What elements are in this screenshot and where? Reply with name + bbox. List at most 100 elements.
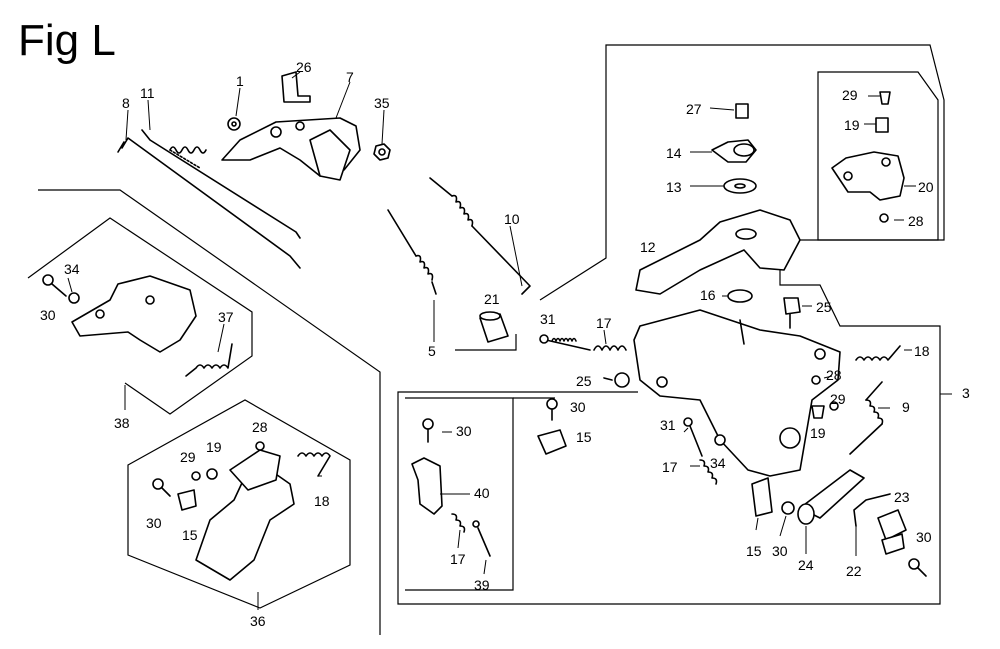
callout-15-mid: 15 [576, 429, 592, 445]
washer-16 [727, 289, 753, 303]
bolt-30-g36 [152, 478, 171, 497]
callout-14: 14 [666, 145, 682, 161]
spring-9 [849, 381, 884, 455]
callout-30-g36: 30 [146, 515, 162, 531]
callout-36: 36 [250, 613, 266, 629]
screw-19-g36 [206, 468, 218, 480]
callout-5: 5 [428, 343, 436, 359]
callout-10: 10 [504, 211, 520, 227]
callout-25-mid: 25 [576, 373, 592, 389]
spring-17-top [593, 345, 627, 351]
callout-34-low: 34 [710, 455, 726, 471]
spring-18-g36 [297, 452, 331, 477]
callout-31-top: 31 [540, 311, 556, 327]
collar-21 [479, 311, 509, 343]
callout-15-low: 15 [746, 543, 762, 559]
washer-34 [68, 292, 80, 304]
callout-24: 24 [798, 557, 814, 573]
throttle-rod-8 [117, 137, 301, 269]
divider-line [38, 189, 381, 635]
callout-30-low: 30 [772, 543, 788, 559]
callout-37: 37 [218, 309, 234, 325]
nut-29-g36 [191, 471, 201, 481]
callout-28-g36: 28 [252, 419, 268, 435]
callout-15-g36: 15 [182, 527, 198, 543]
nut-35 [373, 143, 391, 161]
callout-7: 7 [346, 69, 354, 85]
callout-8: 8 [122, 95, 130, 111]
bolt-25-mid [603, 372, 630, 388]
bolt-30-g38 [42, 274, 67, 297]
callout-39: 39 [474, 577, 490, 593]
callout-20: 20 [918, 179, 934, 195]
bolt-31-low [683, 417, 703, 457]
governor-spring-10 [429, 177, 531, 295]
callout-30-mid: 30 [570, 399, 586, 415]
bolt-31-left [539, 334, 591, 351]
group-38-border [27, 217, 253, 415]
callout-9: 9 [902, 399, 910, 415]
bracket-38 [71, 275, 197, 353]
clip-22 [853, 493, 891, 527]
callout-26: 26 [296, 59, 312, 75]
callout-1: 1 [236, 73, 244, 89]
bracket-40 [411, 457, 443, 515]
callout-11: 11 [140, 85, 155, 101]
callout-21: 21 [484, 291, 500, 307]
spring-17-low [699, 459, 718, 485]
callout-30-right: 30 [916, 529, 932, 545]
rod-spring [169, 146, 207, 154]
pin-39 [472, 520, 491, 557]
screw-29-tr [879, 91, 891, 105]
spring-37 [185, 343, 233, 377]
leader-lines [67, 71, 952, 610]
callout-40: 40 [474, 485, 490, 501]
callout-25-top: 25 [816, 299, 832, 315]
callout-18-right: 18 [914, 343, 930, 359]
nut-29-right [829, 401, 839, 411]
washer-28-g36 [255, 441, 265, 451]
callout-19-right: 19 [810, 425, 826, 441]
callout-29-right: 29 [830, 391, 846, 407]
washer-13 [723, 178, 757, 194]
group-40-border [405, 397, 514, 591]
callout-27: 27 [686, 101, 702, 117]
washer-28-right [811, 375, 821, 385]
callout-28-right: 28 [826, 367, 842, 383]
callout-23: 23 [894, 489, 910, 505]
bolt-30-mid [546, 398, 558, 421]
screw-19-tr [875, 117, 889, 133]
callout-18-g36: 18 [314, 493, 330, 509]
callout-31-low: 31 [660, 417, 676, 433]
callout-38: 38 [114, 415, 130, 431]
bolt-1 [227, 117, 241, 131]
callout-17-g40: 17 [450, 551, 466, 567]
bolt-30-right [908, 558, 927, 577]
washer-28-tr [879, 213, 889, 223]
nut-27 [735, 103, 749, 119]
bracket-15-low [751, 477, 773, 517]
screw-19-right [811, 405, 825, 419]
control-lever-7 [221, 117, 361, 181]
callout-28-tr: 28 [908, 213, 924, 229]
callout-17-top: 17 [596, 315, 612, 331]
bracket-26 [281, 71, 311, 103]
plate-36 [195, 449, 295, 581]
lever-12 [635, 209, 801, 295]
main-bracket-3 [633, 309, 841, 477]
figure-title: Fig L [18, 16, 116, 65]
knob-24 [797, 469, 865, 525]
lever-14 [711, 139, 757, 163]
callout-13: 13 [666, 179, 682, 195]
callout-19-tr: 19 [844, 117, 860, 133]
callout-29-tr: 29 [842, 87, 858, 103]
callout-17-low: 17 [662, 459, 678, 475]
nut-34-low [714, 434, 726, 446]
callout-34: 34 [64, 261, 80, 277]
group-3-border [397, 44, 945, 605]
callout-labels: 1 26 7 8 11 35 10 5 21 34 30 37 38 28 29… [40, 59, 970, 629]
callout-3: 3 [962, 385, 970, 401]
bolt-30-low [781, 501, 795, 515]
callout-29-g36: 29 [180, 449, 196, 465]
